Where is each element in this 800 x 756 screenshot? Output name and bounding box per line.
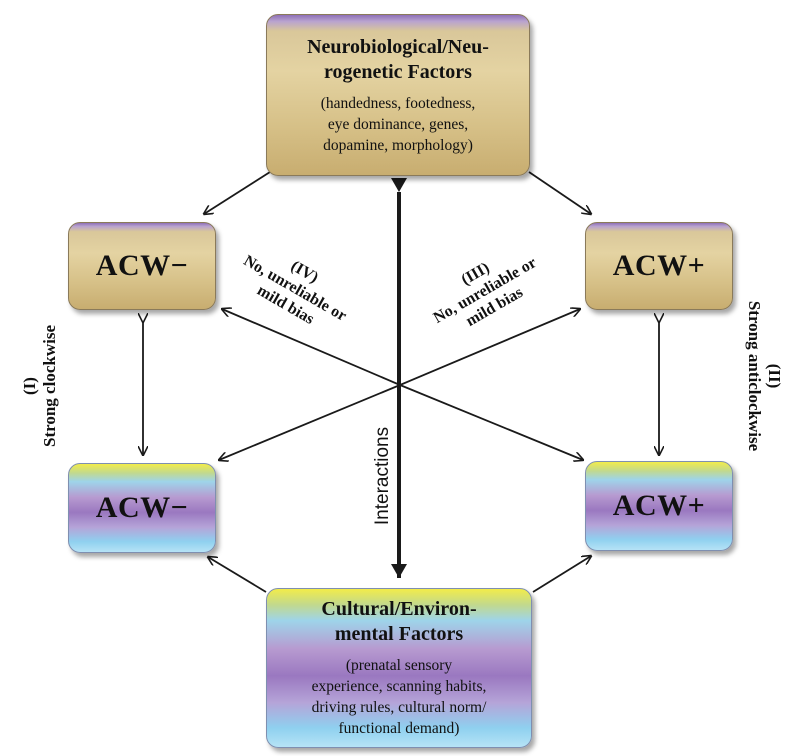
- arrow-neuro-to-acw-minus: [204, 171, 271, 214]
- acw-plus-rainbow-label: ACW+: [612, 489, 706, 522]
- acw-plus-rainbow-box: ACW+: [585, 461, 733, 551]
- cultural-factors-list: (prenatal sensory experience, scanning h…: [311, 657, 487, 737]
- neurobiological-factors-box: Neurobiological/Neu- rogenetic Factors (…: [266, 14, 530, 176]
- interactions-label: Interactions: [372, 426, 393, 526]
- arrow-center-to-acw-plus-bottom: [399, 384, 583, 460]
- strong-clockwise-label: (I) Strong clockwise: [20, 325, 59, 447]
- cultural-factors-title: Cultural/Environ- mental Factors: [321, 598, 477, 645]
- acw-minus-rainbow-label: ACW−: [95, 491, 189, 524]
- arrow-cultural-to-acw-plus: [532, 556, 591, 593]
- acw-plus-gold-box: ACW+: [585, 222, 733, 310]
- acw-minus-gold-box: ACW−: [68, 222, 216, 310]
- arrow-center-to-acw-plus-top: [399, 309, 580, 386]
- neurobiological-factors-title: Neurobiological/Neu- rogenetic Factors: [307, 35, 489, 83]
- arrow-cultural-to-acw-minus: [208, 557, 267, 593]
- acw-minus-gold-label: ACW−: [95, 249, 189, 282]
- strong-anticlockwise-label: (II) Strong anticlockwise: [745, 300, 784, 452]
- acw-plus-gold-label: ACW+: [612, 249, 706, 282]
- cultural-factors-box: Cultural/Environ- mental Factors (prenat…: [266, 588, 532, 748]
- arrow-neuro-to-acw-plus: [528, 171, 591, 214]
- arrow-center-to-acw-minus-bottom: [219, 384, 401, 460]
- neurobiological-factors-list: (handedness, footedness, eye dominance, …: [320, 94, 476, 154]
- acw-minus-rainbow-box: ACW−: [68, 463, 216, 553]
- arrow-center-to-acw-minus-top: [222, 309, 401, 386]
